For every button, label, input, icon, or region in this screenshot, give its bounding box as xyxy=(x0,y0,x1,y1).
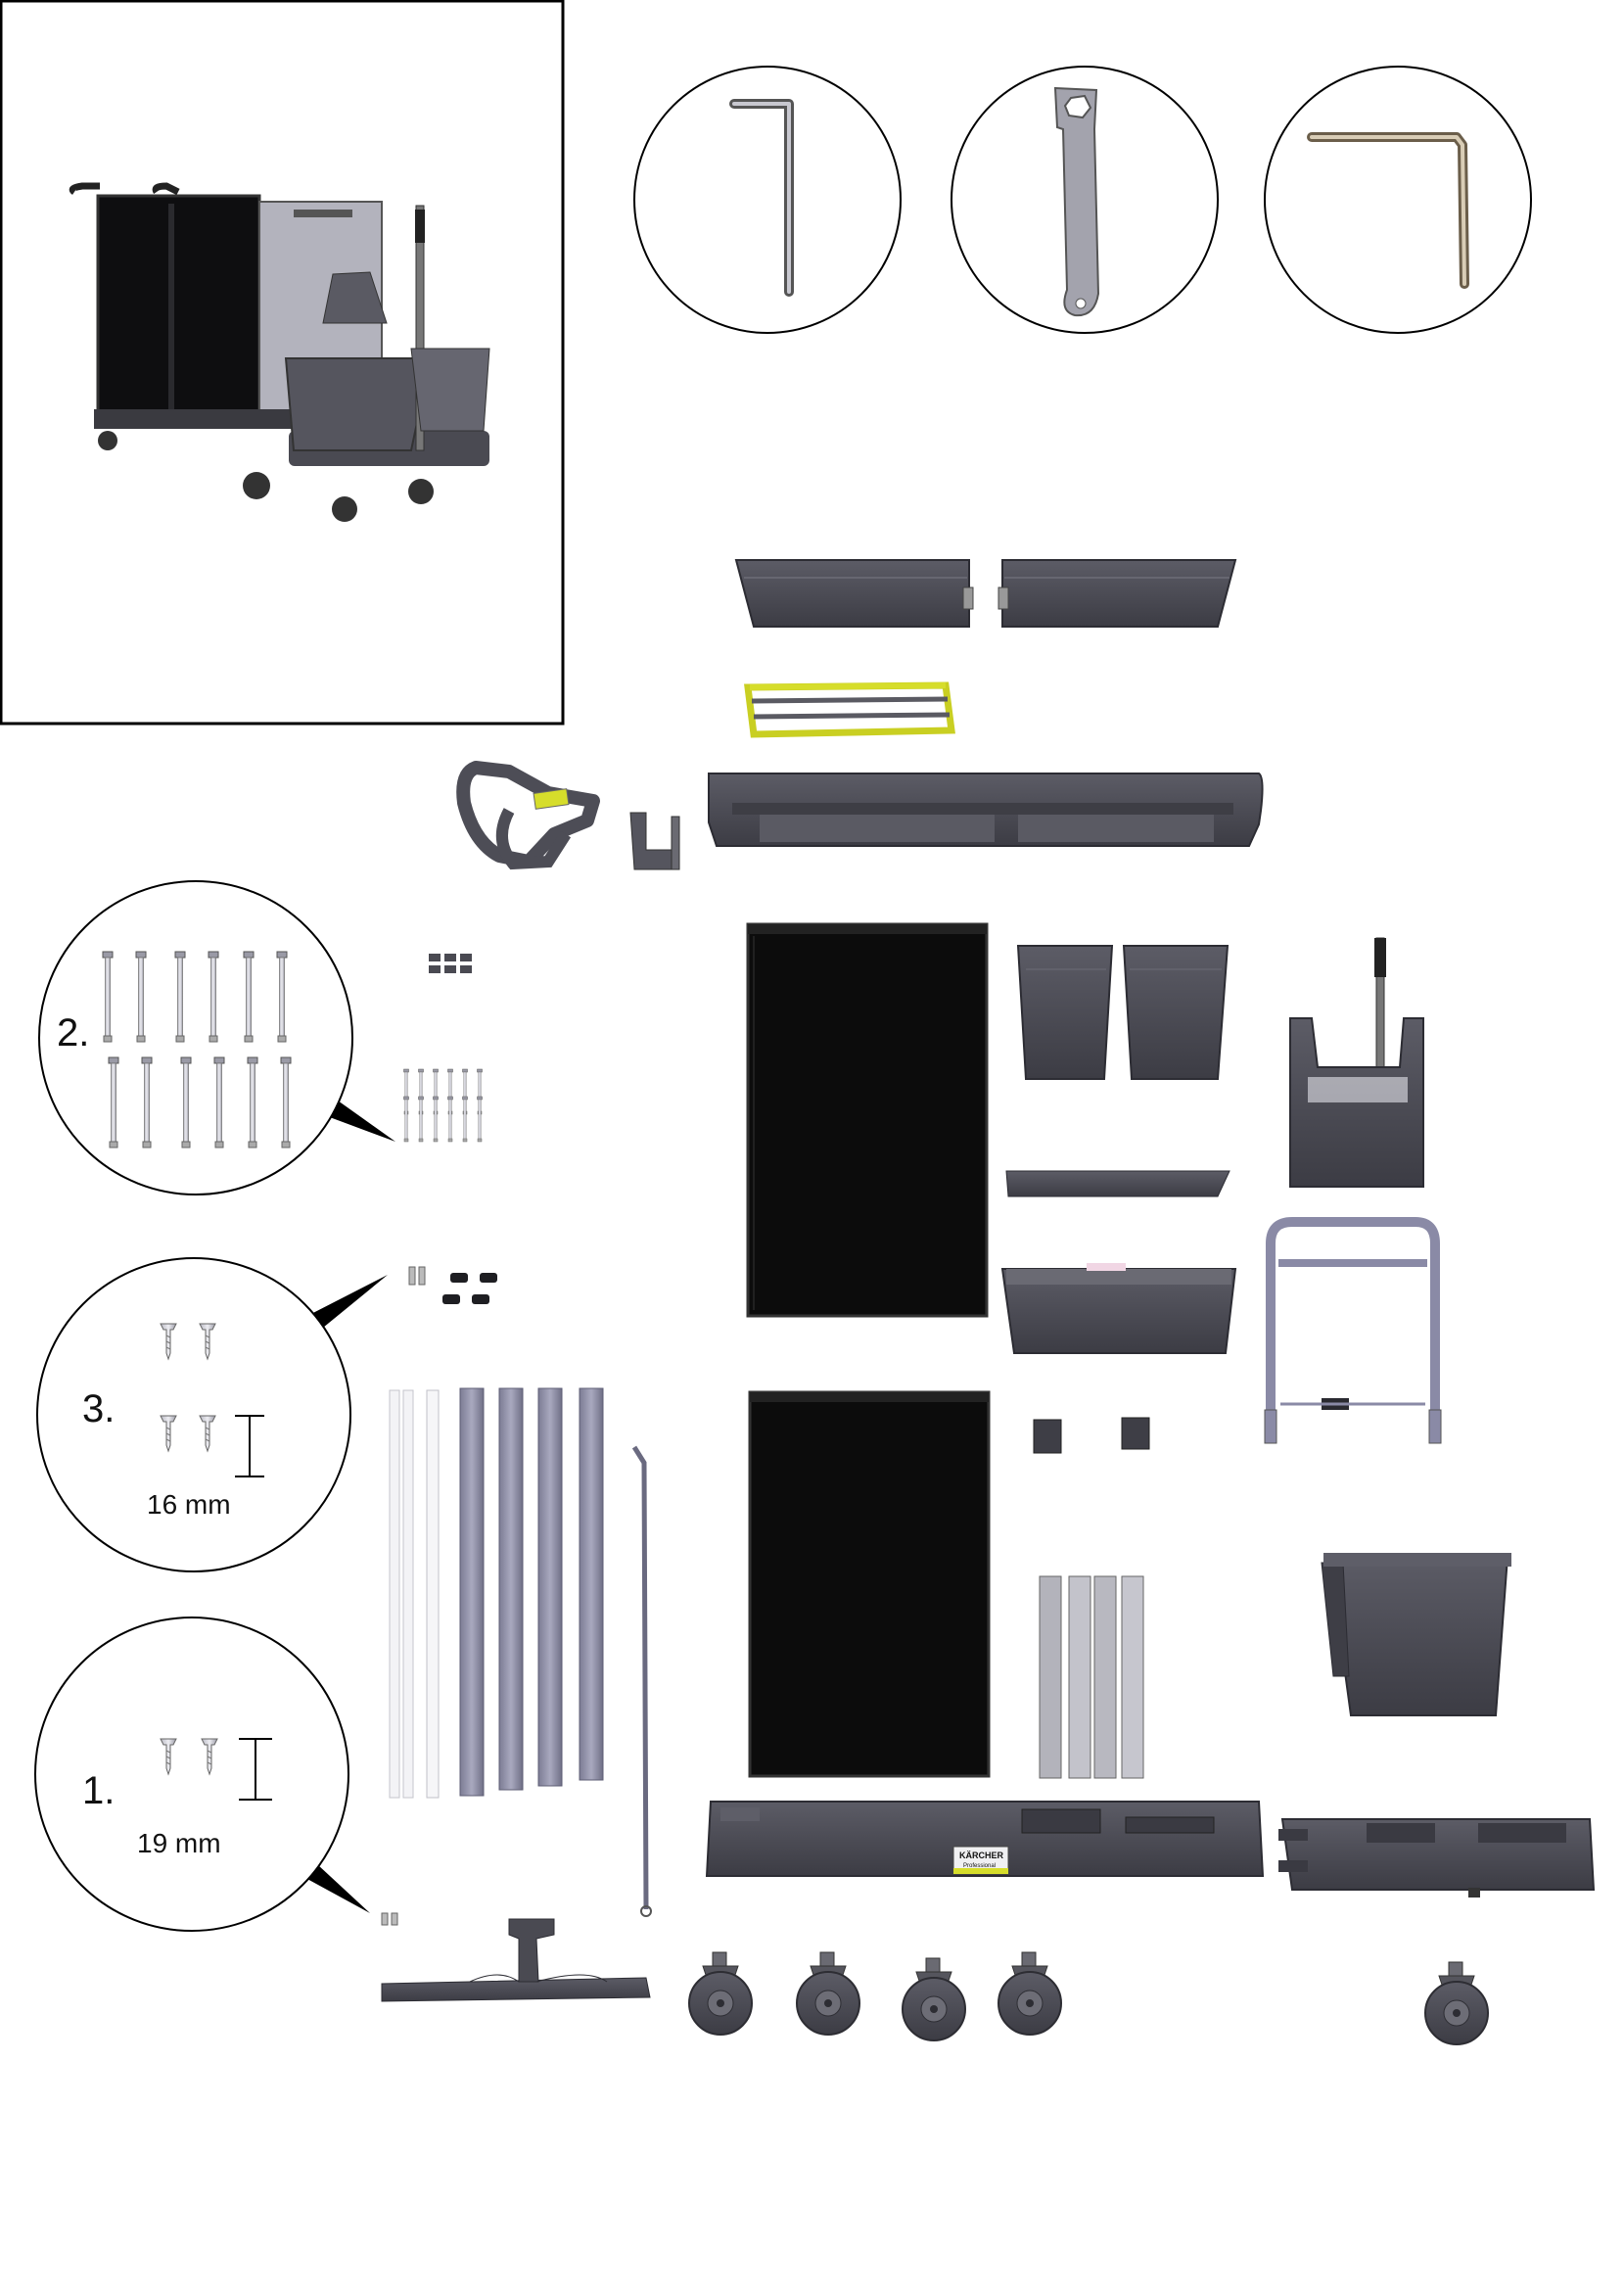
side-rod xyxy=(631,1445,652,1917)
mop-bucket-base xyxy=(1278,1818,1596,1898)
castor-wheel-2 xyxy=(796,1951,860,2036)
bolts-set xyxy=(403,1068,483,1143)
castor-wheel-4 xyxy=(998,1951,1062,2036)
divider-bar xyxy=(1005,1170,1230,1197)
assembled-trolley-image xyxy=(69,182,490,522)
top-rim-frame xyxy=(708,773,1264,847)
callout-3-number: 3. xyxy=(82,1387,115,1430)
brackets-pair xyxy=(1033,1417,1150,1454)
tool-circle-wrench xyxy=(951,66,1219,334)
vertical-rails-set xyxy=(389,1387,604,1799)
yellow-bag-frame xyxy=(744,681,955,738)
tray-box xyxy=(1000,1263,1237,1354)
connectors-set xyxy=(408,1266,497,1304)
bucket-frame xyxy=(1264,1217,1442,1444)
tool-circle-torx-key xyxy=(1264,66,1532,334)
tool-circle-allen-key xyxy=(633,66,902,334)
callout-screws-3: 3. 16 mm xyxy=(36,1257,388,1572)
assembled-trolley-frame xyxy=(0,0,565,726)
base-plate: KÄRCHER Professional xyxy=(705,1801,1265,1877)
callout-screws-2: 2. xyxy=(38,880,395,1195)
top-lid-right xyxy=(998,559,1237,628)
mop-bucket xyxy=(1321,1553,1511,1716)
castor-wheel-5 xyxy=(1424,1961,1489,2045)
foot-pedal xyxy=(381,1918,651,2002)
top-lid-left xyxy=(734,559,974,628)
mop-press-handle xyxy=(456,761,680,870)
side-panel-lower xyxy=(748,1390,991,1778)
callout-3-size: 16 mm xyxy=(147,1489,231,1520)
callout-2-number: 2. xyxy=(57,1011,89,1054)
side-strips-set xyxy=(1039,1575,1144,1779)
mop-wringer xyxy=(1289,937,1424,1188)
brand-plate-sub: Professional xyxy=(963,1863,996,1869)
side-panel-upper xyxy=(746,922,989,1318)
bucket-pair-upper xyxy=(1016,945,1230,1080)
brand-plate-name: KÄRCHER xyxy=(959,1851,1004,1860)
callout-1-number: 1. xyxy=(82,1769,115,1812)
callout-1-size: 19 mm xyxy=(137,1828,221,1858)
castor-wheel-1 xyxy=(688,1951,753,2036)
clips-set xyxy=(429,954,472,973)
callout-screws-1: 1. 19 mm xyxy=(34,1617,370,1932)
castor-wheel-3 xyxy=(902,1957,966,2041)
